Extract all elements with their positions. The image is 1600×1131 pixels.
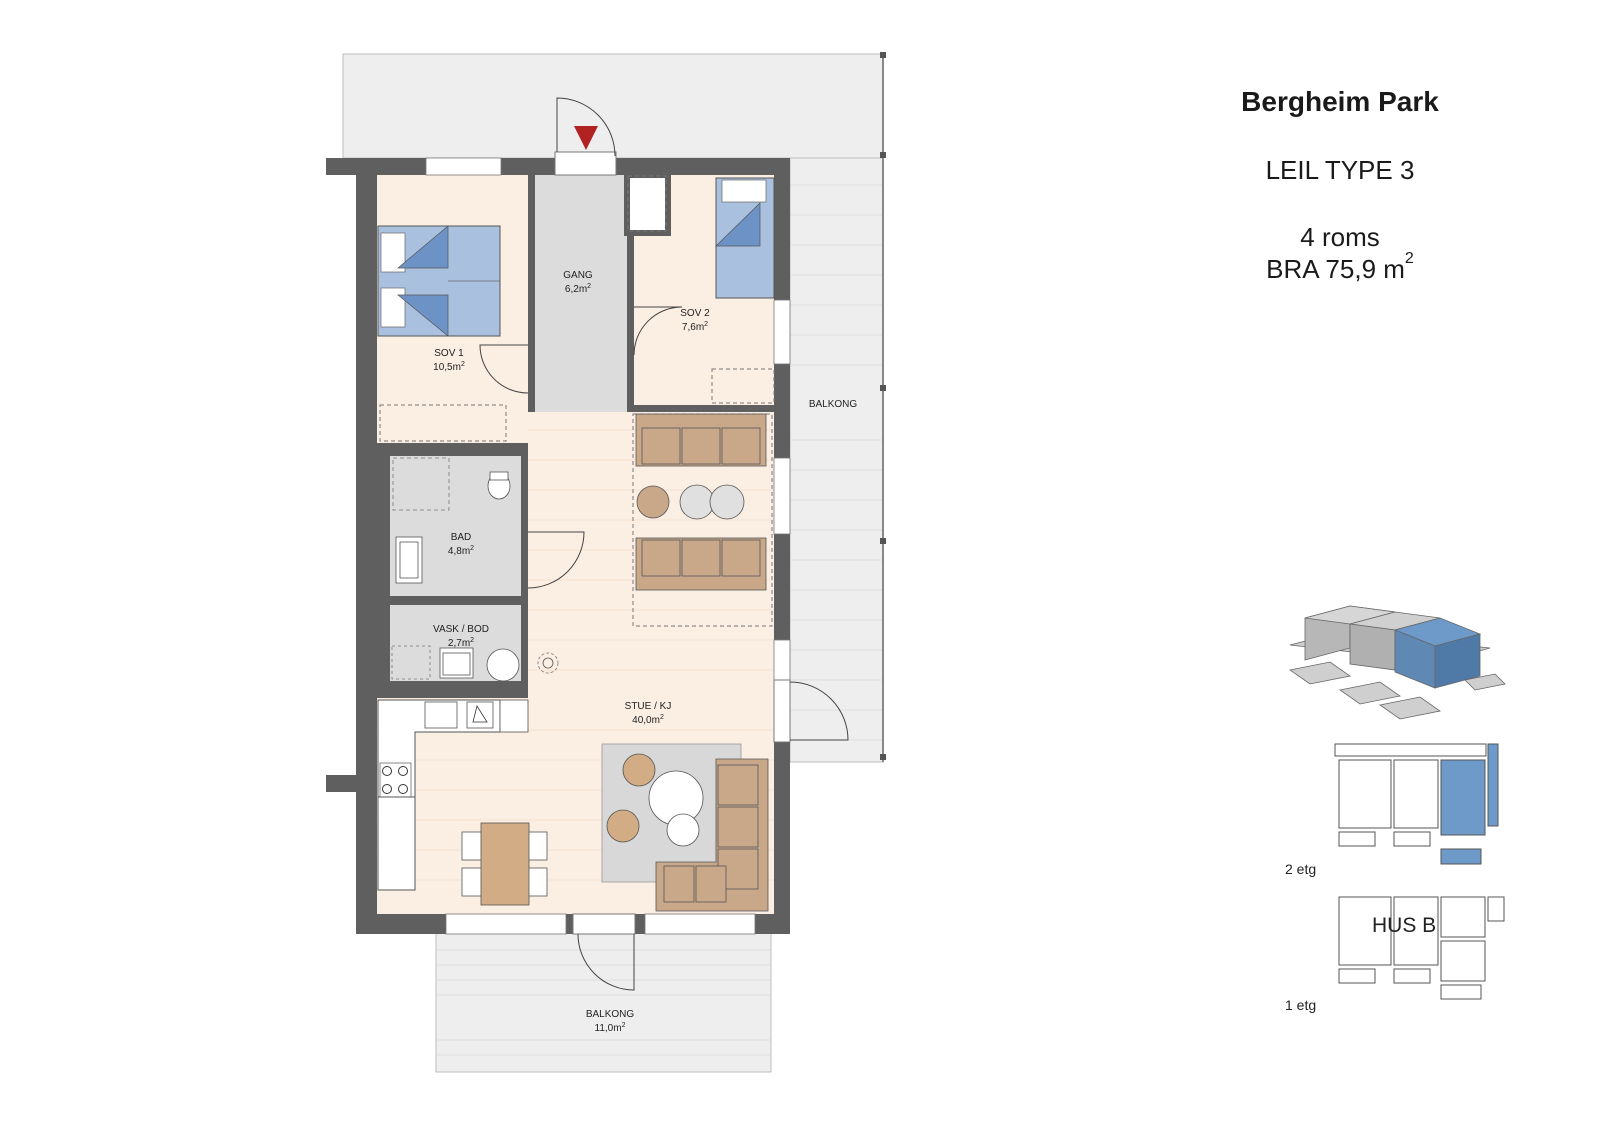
double-bed: [377, 225, 501, 337]
room-area-sov2: 7,6m2: [682, 321, 708, 333]
room-label-sov1: SOV 1: [434, 348, 464, 359]
key-plan-2etg: [1334, 743, 1499, 865]
wardrobe-sov2: [711, 368, 775, 404]
room-label-stue: STUE / KJ: [625, 701, 672, 712]
house-label: HUS B: [1372, 914, 1437, 937]
living-zone-outline: [632, 413, 773, 627]
side-balcony: [789, 52, 886, 763]
project-title: Bergheim Park: [1241, 86, 1439, 117]
room-count: 4 roms: [1300, 222, 1380, 252]
room-label-sov2: SOV 2: [680, 308, 710, 319]
room-area-stue: 40,0m2: [632, 714, 664, 726]
room-area-gang: 6,2m2: [565, 283, 591, 295]
floor-label-1etg: 1 etg: [1285, 997, 1317, 1013]
unit-type: LEIL TYPE 3: [1265, 155, 1415, 185]
key-plan-1etg: [1338, 896, 1505, 1000]
area-total-value: BRA 75,9 m: [1266, 254, 1405, 284]
gang-closet: [627, 175, 667, 232]
sofa-upper: [635, 413, 767, 467]
bottom-balcony: [435, 929, 772, 1073]
wardrobe-sov1: [379, 404, 507, 442]
room-label-bad: BAD: [451, 532, 472, 543]
doors: [479, 97, 849, 991]
side-tables: [636, 484, 745, 520]
area-total: BRA 75,9 m2: [1160, 250, 1520, 285]
room-label-gang: GANG: [563, 270, 593, 281]
laundry-fixtures: [391, 645, 559, 682]
room-area-balkong-bottom: 11,0m2: [595, 1022, 626, 1034]
windows: [425, 157, 791, 935]
area-total-unit-exponent: 2: [1404, 250, 1414, 267]
room-area-vask: 2,7m2: [448, 637, 474, 649]
closet-block: [624, 172, 671, 236]
dining-table: [461, 822, 548, 906]
kitchen: [377, 699, 529, 891]
room-area-bad: 4,8m2: [448, 545, 474, 557]
room-label-balkong-side: BALKONG: [809, 399, 858, 410]
corner-sofa: [655, 758, 769, 912]
room-area-sov1: 10,5m2: [433, 361, 465, 373]
bathroom-fixtures: [392, 457, 511, 584]
entry-arrow-icon: [574, 126, 598, 150]
gang-floor: [535, 175, 627, 412]
room-label-vask: VASK / BOD: [433, 624, 489, 635]
sofa-middle: [635, 537, 767, 591]
floor-label-2etg: 2 etg: [1285, 861, 1317, 877]
single-bed: [715, 177, 775, 299]
coffee-tables: [606, 753, 704, 847]
building-3d-icon: [1289, 605, 1506, 720]
room-label-balkong-bottom: BALKONG: [586, 1009, 635, 1020]
